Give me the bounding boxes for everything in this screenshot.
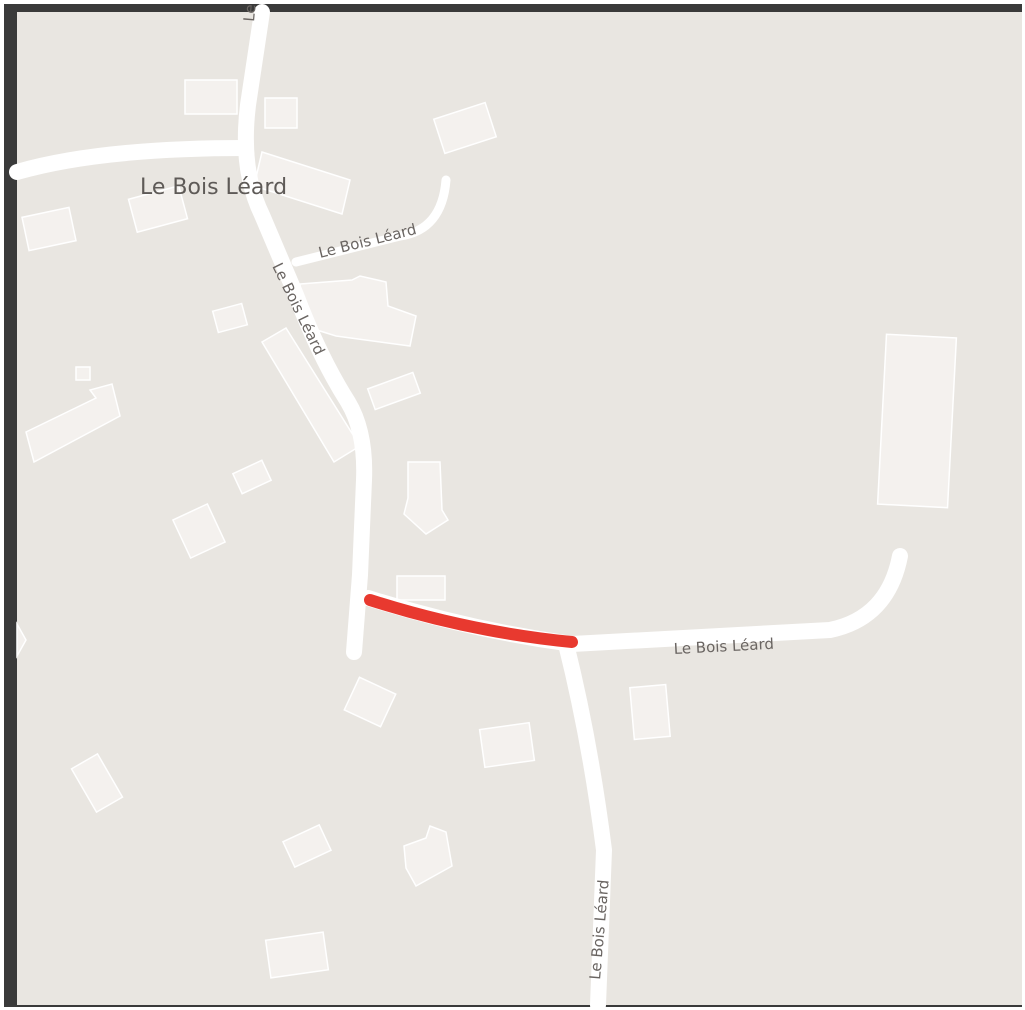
building [70, 752, 124, 814]
building [432, 101, 498, 155]
building [171, 502, 227, 560]
building [127, 184, 189, 234]
building [264, 97, 298, 129]
building [299, 275, 417, 347]
building [366, 371, 422, 411]
building [231, 459, 273, 495]
highlighted-road-segment[interactable] [364, 594, 578, 648]
building [211, 302, 249, 334]
road-upper-lane [291, 175, 451, 267]
buildings [16, 79, 958, 979]
building [25, 383, 121, 464]
road-label-east: Le Bois Léard [673, 635, 774, 658]
road-south [558, 636, 612, 1010]
building [478, 721, 536, 769]
building [396, 575, 446, 601]
building [75, 366, 91, 381]
road-west-branch [9, 140, 254, 180]
building [21, 206, 77, 252]
building [343, 676, 397, 728]
road-north [237, 4, 373, 660]
building [184, 79, 238, 115]
building [403, 461, 450, 535]
building [264, 931, 330, 979]
building [876, 333, 958, 509]
building [403, 825, 453, 888]
place-label: Le Bois Léard [140, 175, 287, 200]
building [281, 823, 333, 869]
building [16, 621, 27, 659]
map-background [17, 12, 1022, 1005]
building [628, 683, 672, 741]
